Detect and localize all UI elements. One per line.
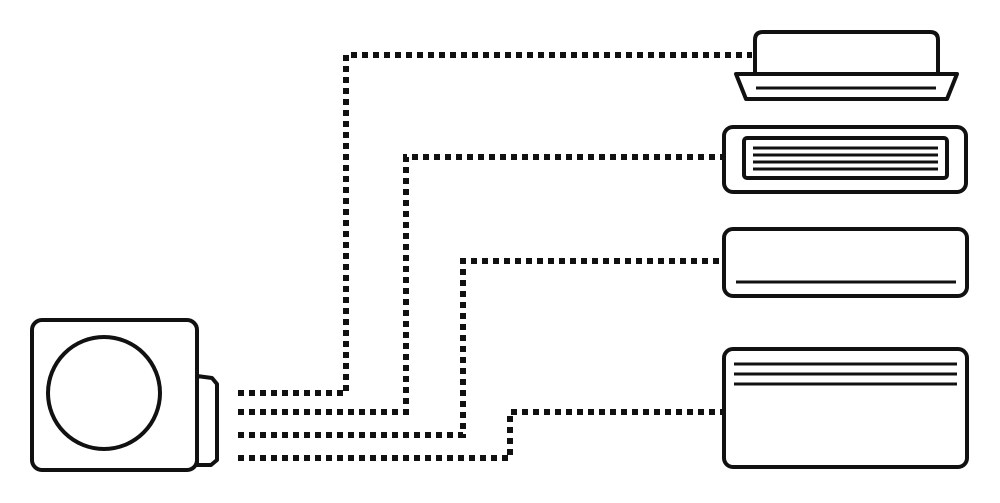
- pipe-connections: [238, 52, 752, 461]
- wall-mounted-unit-icon: [722, 227, 969, 298]
- pipe-to-ducted-unit: [238, 154, 724, 415]
- outdoor-condenser-unit-icon: [30, 318, 219, 472]
- pipe-to-ceiling-cassette: [238, 52, 752, 396]
- ducted-unit-icon: [722, 125, 968, 194]
- floor-console-unit-icon: [722, 347, 969, 469]
- pipe-to-floor-console-unit: [238, 409, 724, 461]
- ceiling-cassette-unit-icon: [734, 30, 959, 101]
- pipe-to-wall-mounted-unit: [238, 258, 724, 438]
